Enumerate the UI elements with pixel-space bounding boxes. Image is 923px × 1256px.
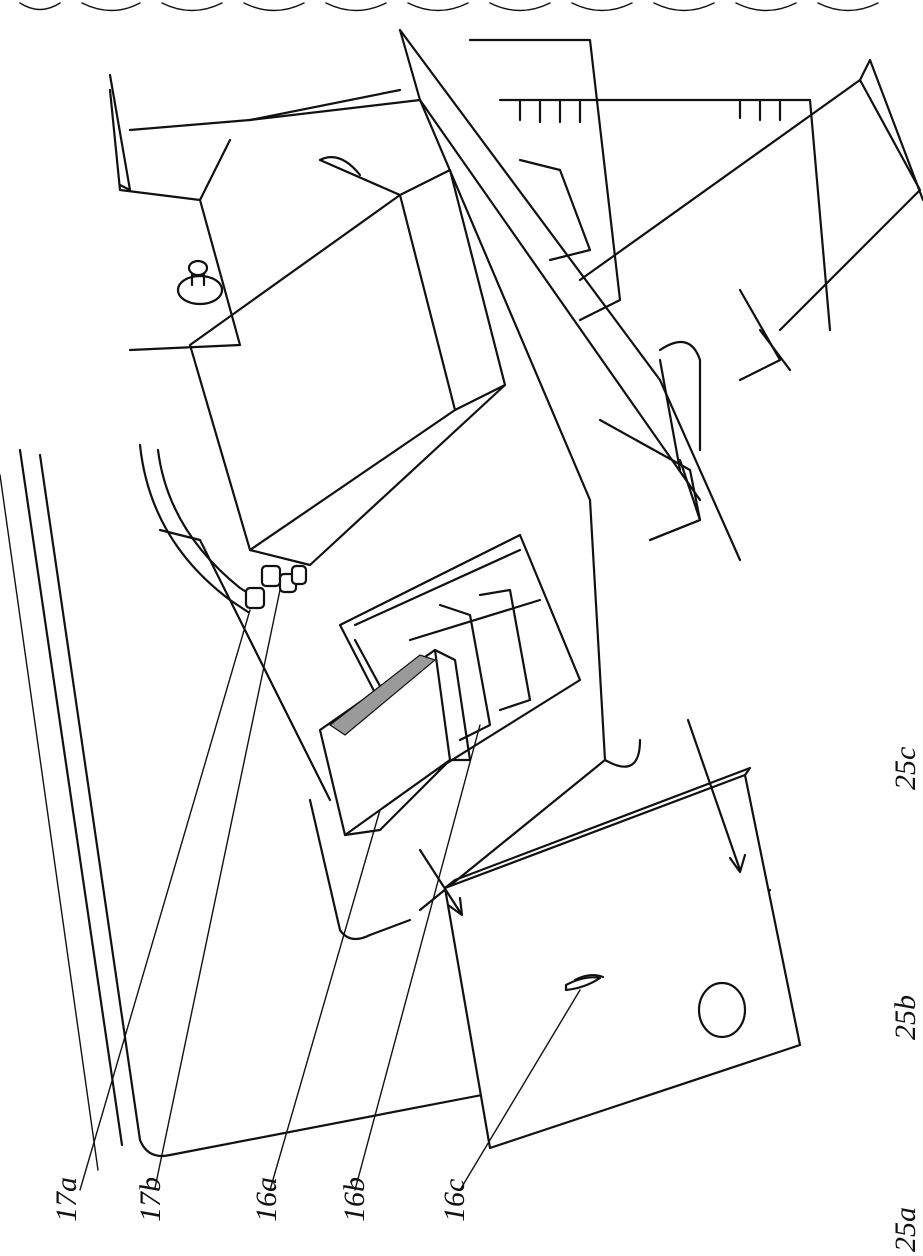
label-25a: 25a <box>889 1207 922 1252</box>
valve-fittings <box>138 443 308 614</box>
right-cabinet <box>468 38 923 382</box>
upper-box <box>188 156 507 567</box>
upper-shelf <box>108 73 422 352</box>
label-16a: 16a <box>250 1177 283 1222</box>
label-25c: 25c <box>889 747 922 790</box>
arrows <box>418 718 747 917</box>
label-16c: 16c <box>438 1179 471 1222</box>
tray <box>158 28 702 941</box>
reference-labels: 17a 17b 16a 16b 16c 25a 25b 25c <box>50 747 922 1252</box>
top-border <box>19 2 879 12</box>
label-16b: 16b <box>338 1177 371 1222</box>
filter-element <box>318 648 472 837</box>
lid-panel <box>443 766 802 1150</box>
label-25b: 25b <box>889 995 922 1040</box>
label-17a: 17a <box>50 1177 83 1222</box>
drawer <box>598 340 702 542</box>
knob <box>176 259 224 306</box>
label-17b: 17b <box>134 1177 167 1222</box>
leader-lines <box>79 589 581 1191</box>
